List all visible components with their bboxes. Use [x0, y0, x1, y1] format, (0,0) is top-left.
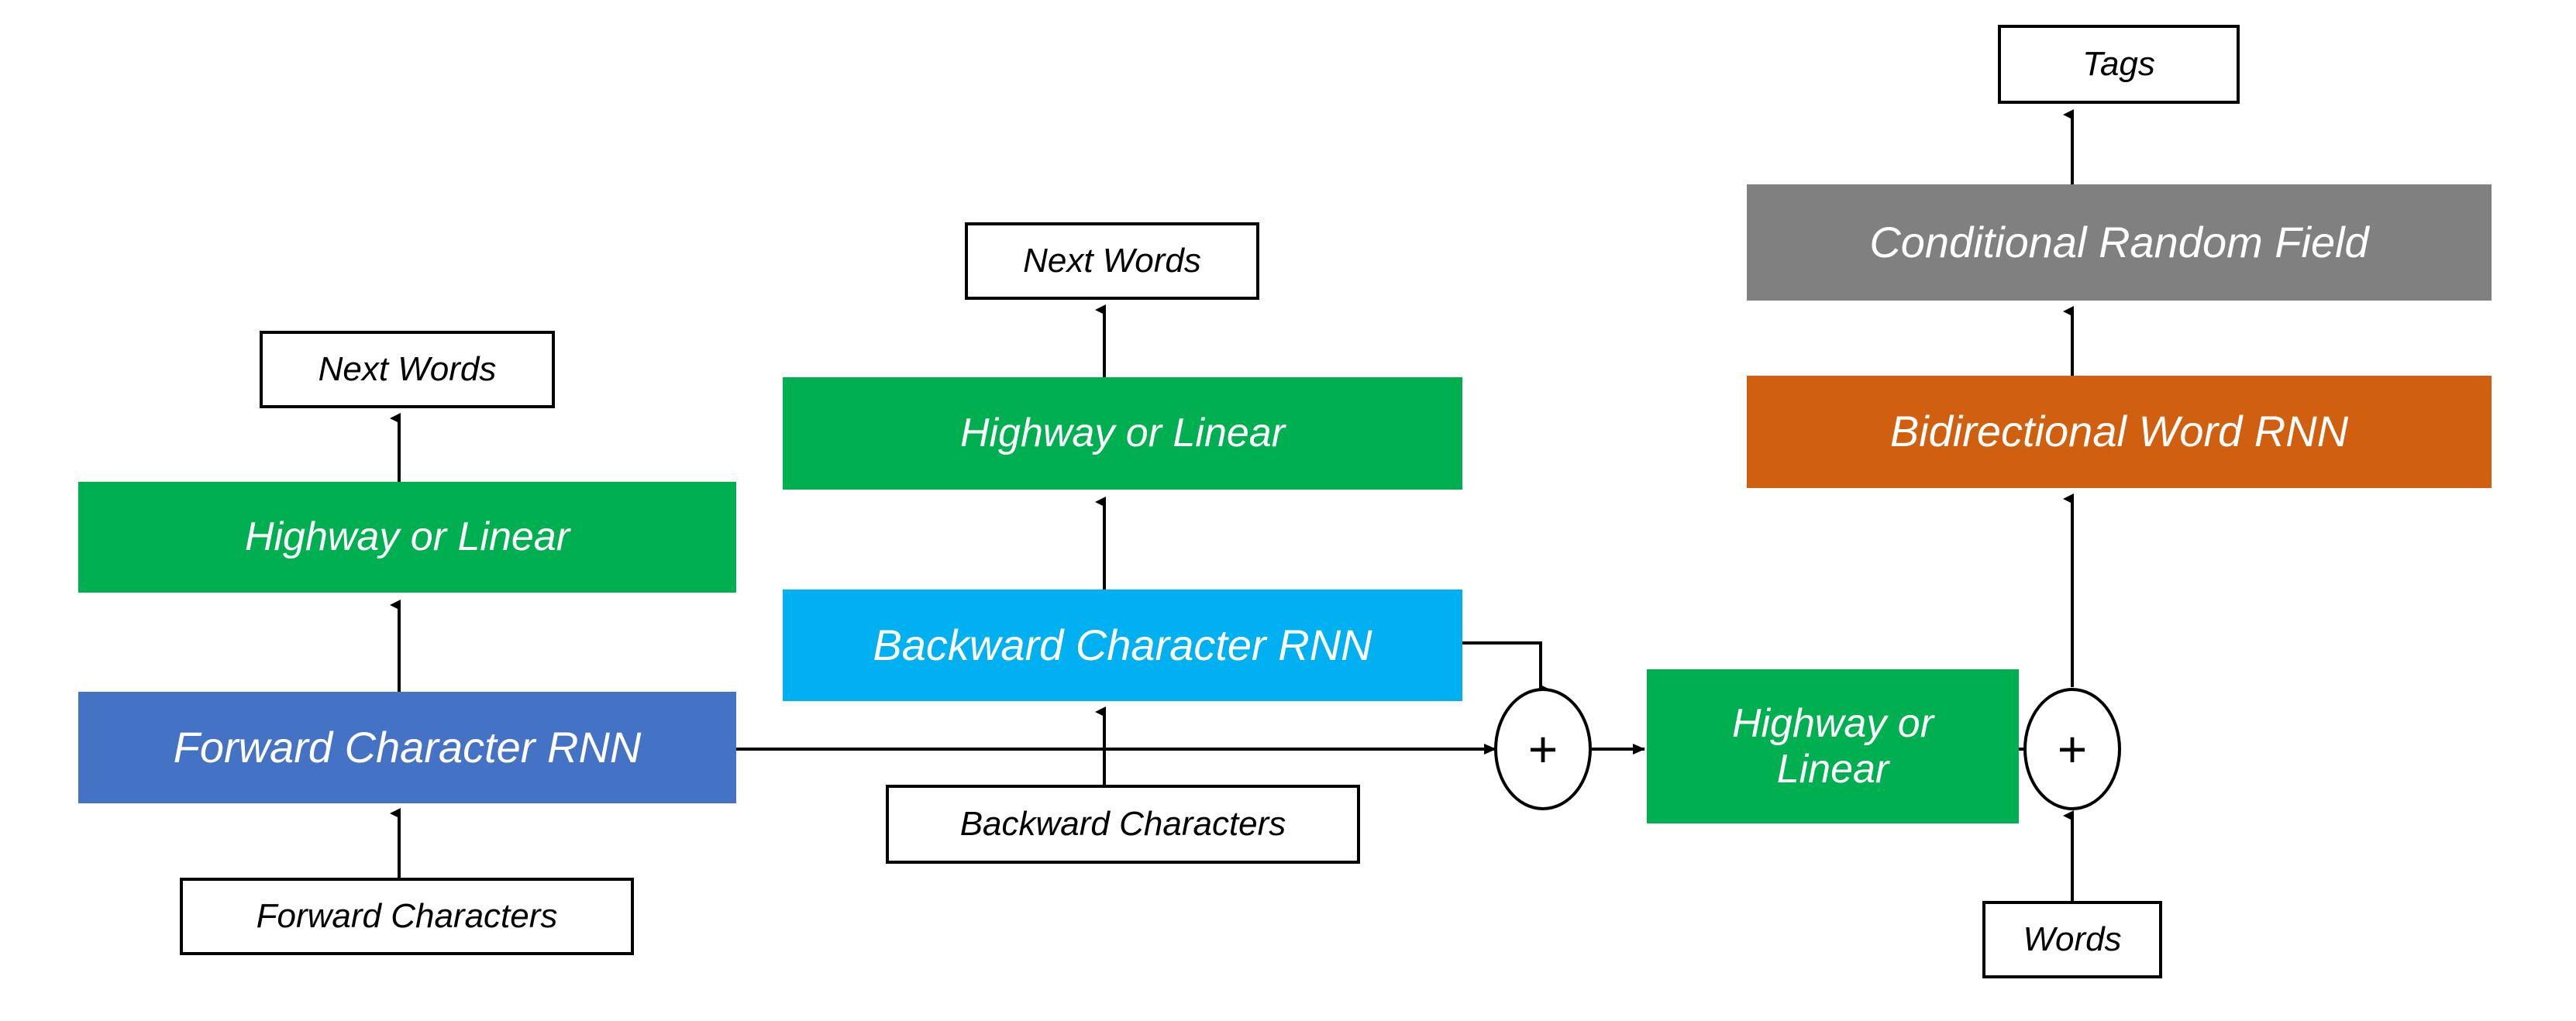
node-highway-or-linear-mid[interactable]: Highway or Linear — [783, 377, 1462, 490]
node-label: Highway or Linear — [959, 411, 1286, 456]
node-label: Next Words — [1023, 242, 1201, 280]
node-label: Forward Character RNN — [173, 722, 642, 772]
node-label: Forward Characters — [256, 897, 558, 936]
node-highway-or-linear-left[interactable]: Highway or Linear — [78, 482, 736, 593]
node-words[interactable]: Words — [1982, 901, 2162, 978]
sum-operator-label: + — [2057, 720, 2088, 778]
node-tags[interactable]: Tags — [1998, 25, 2240, 104]
node-label: Highway or Linear — [244, 514, 570, 560]
node-label: Words — [2023, 920, 2122, 959]
node-highway-or-linear-right[interactable]: Highway or Linear — [1647, 669, 2019, 823]
node-label: Next Words — [318, 350, 497, 389]
node-forward-character-rnn[interactable]: Forward Character RNN — [78, 692, 736, 803]
node-label: Backward Characters — [959, 805, 1286, 844]
node-label: Backward Character RNN — [873, 620, 1372, 669]
node-label: Bidirectional Word RNN — [1889, 407, 2349, 456]
node-forward-characters[interactable]: Forward Characters — [180, 878, 634, 955]
node-backward-characters[interactable]: Backward Characters — [886, 785, 1360, 864]
node-next-words-left[interactable]: Next Words — [260, 331, 555, 408]
node-next-words-mid[interactable]: Next Words — [965, 222, 1259, 300]
sum-operator-label: + — [1527, 720, 1558, 778]
node-bidirectional-word-rnn[interactable]: Bidirectional Word RNN — [1747, 376, 2492, 488]
node-label: Conditional Random Field — [1869, 217, 2369, 266]
sum-operator-words[interactable]: + — [2023, 688, 2121, 810]
node-label: Highway or Linear — [1731, 701, 1934, 792]
edge-backward-rnn-to-sum-chars — [1462, 641, 1550, 695]
node-conditional-random-field[interactable]: Conditional Random Field — [1747, 184, 2492, 301]
node-backward-character-rnn[interactable]: Backward Character RNN — [783, 590, 1462, 701]
node-label: Tags — [2082, 45, 2155, 84]
sum-operator-characters[interactable]: + — [1494, 688, 1592, 810]
